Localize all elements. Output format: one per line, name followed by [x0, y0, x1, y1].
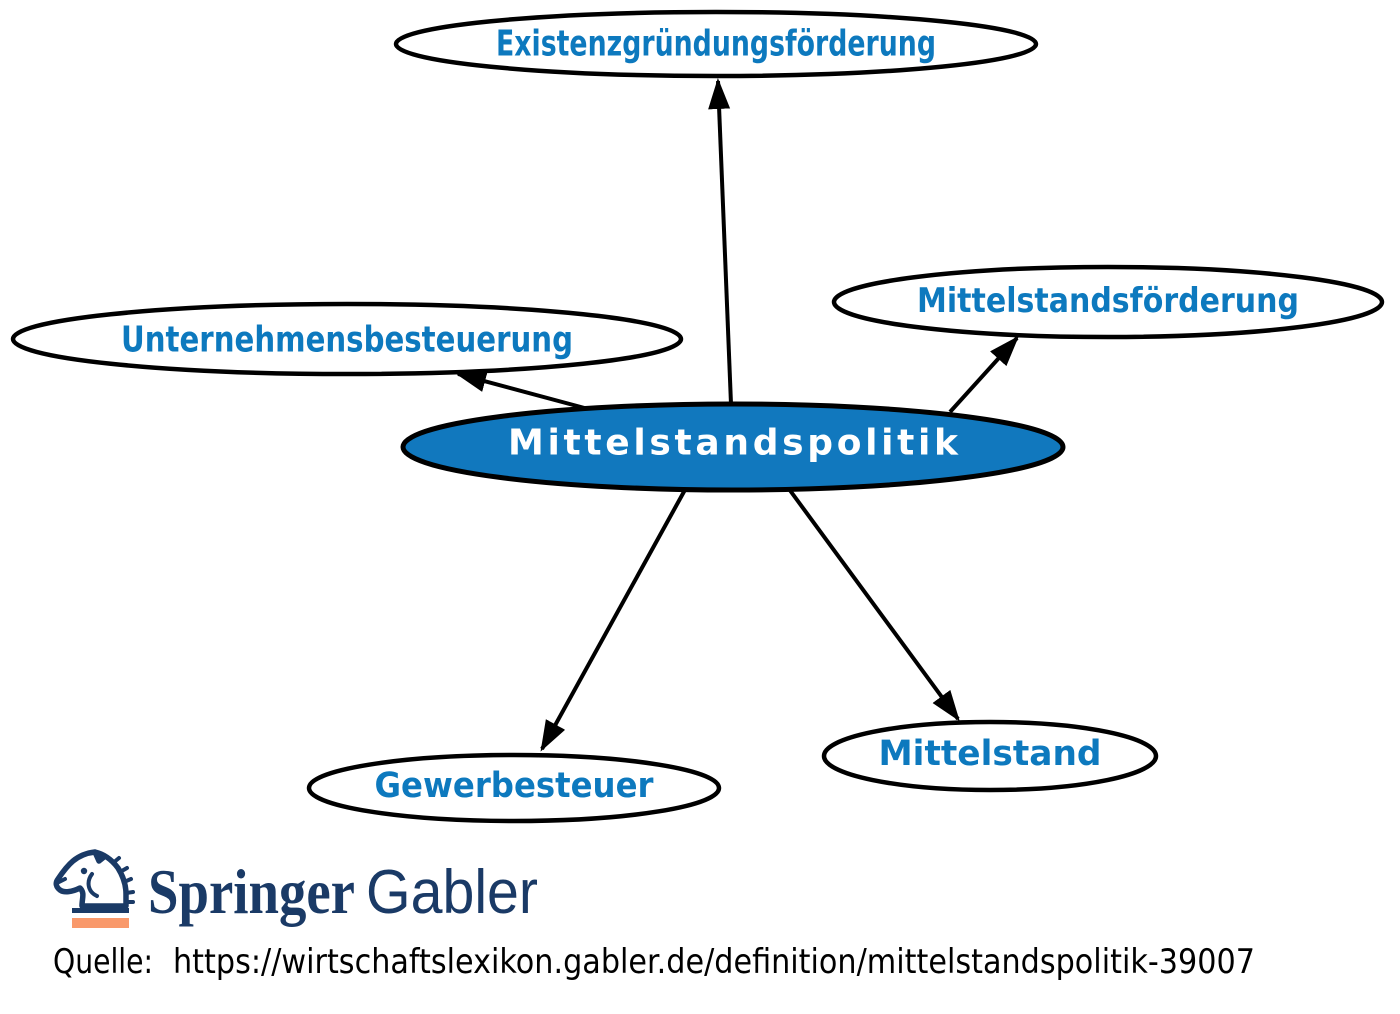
logo-springer-text: Springer — [148, 857, 355, 927]
source-prefix: Quelle: — [53, 942, 153, 982]
arrow-to-mittelstandsfoerderung — [948, 335, 1020, 414]
horse-mane-ticks — [111, 856, 135, 904]
node-mittelstandspolitik[interactable]: Mittelstandspolitik — [400, 401, 1066, 493]
node-existenzgruendungsfoerderung-ellipse — [393, 9, 1039, 79]
arrow-to-unternehmensbesteuerung — [455, 370, 593, 412]
node-gewerbesteuer[interactable]: Gewerbesteuer — [306, 752, 722, 824]
node-mittelstand-ellipse — [821, 719, 1159, 793]
arrow-to-existenzgruendungsfoerderung — [708, 78, 733, 405]
node-mittelstandsfoerderung-ellipse — [831, 264, 1385, 340]
node-existenzgruendungsfoerderung-label: Existenzgründungsförderung — [496, 24, 936, 65]
node-mittelstandspolitik-ellipse — [400, 401, 1066, 493]
node-mittelstand-label: Mittelstand — [879, 734, 1102, 774]
node-mittelstand[interactable]: Mittelstand — [821, 719, 1159, 793]
node-mittelstandsfoerderung[interactable]: Mittelstandsförderung — [831, 264, 1385, 340]
node-gewerbesteuer-label: Gewerbesteuer — [375, 766, 655, 806]
source-url: https://wirtschaftslexikon.gabler.de/def… — [173, 942, 1255, 982]
node-unternehmensbesteuerung-ellipse — [10, 301, 684, 377]
springer-gabler-logo: Springer Gabler — [53, 849, 538, 928]
node-unternehmensbesteuerung-label: Unternehmensbesteuerung — [121, 320, 573, 361]
node-existenzgruendungsfoerderung[interactable]: Existenzgründungsförderung — [393, 9, 1039, 79]
arrow-to-mittelstand — [787, 487, 960, 722]
source-line: Quelle: https://wirtschaftslexikon.gable… — [53, 942, 1255, 982]
node-unternehmensbesteuerung[interactable]: Unternehmensbesteuerung — [10, 301, 684, 377]
logo-gabler-text: Gabler — [366, 858, 538, 927]
horse-cheek-line — [57, 872, 99, 898]
springer-horse-icon — [53, 849, 135, 928]
logo-base-line — [72, 908, 129, 913]
node-mittelstandspolitik-label: Mittelstandspolitik — [508, 423, 959, 464]
arrow-to-gewerbesteuer — [540, 487, 688, 752]
edge-group — [455, 78, 1020, 752]
node-mittelstandsfoerderung-label: Mittelstandsförderung — [917, 281, 1299, 321]
logo-orange-bar — [72, 918, 129, 928]
node-gewerbesteuer-ellipse — [306, 752, 722, 824]
horse-eye — [80, 867, 88, 875]
